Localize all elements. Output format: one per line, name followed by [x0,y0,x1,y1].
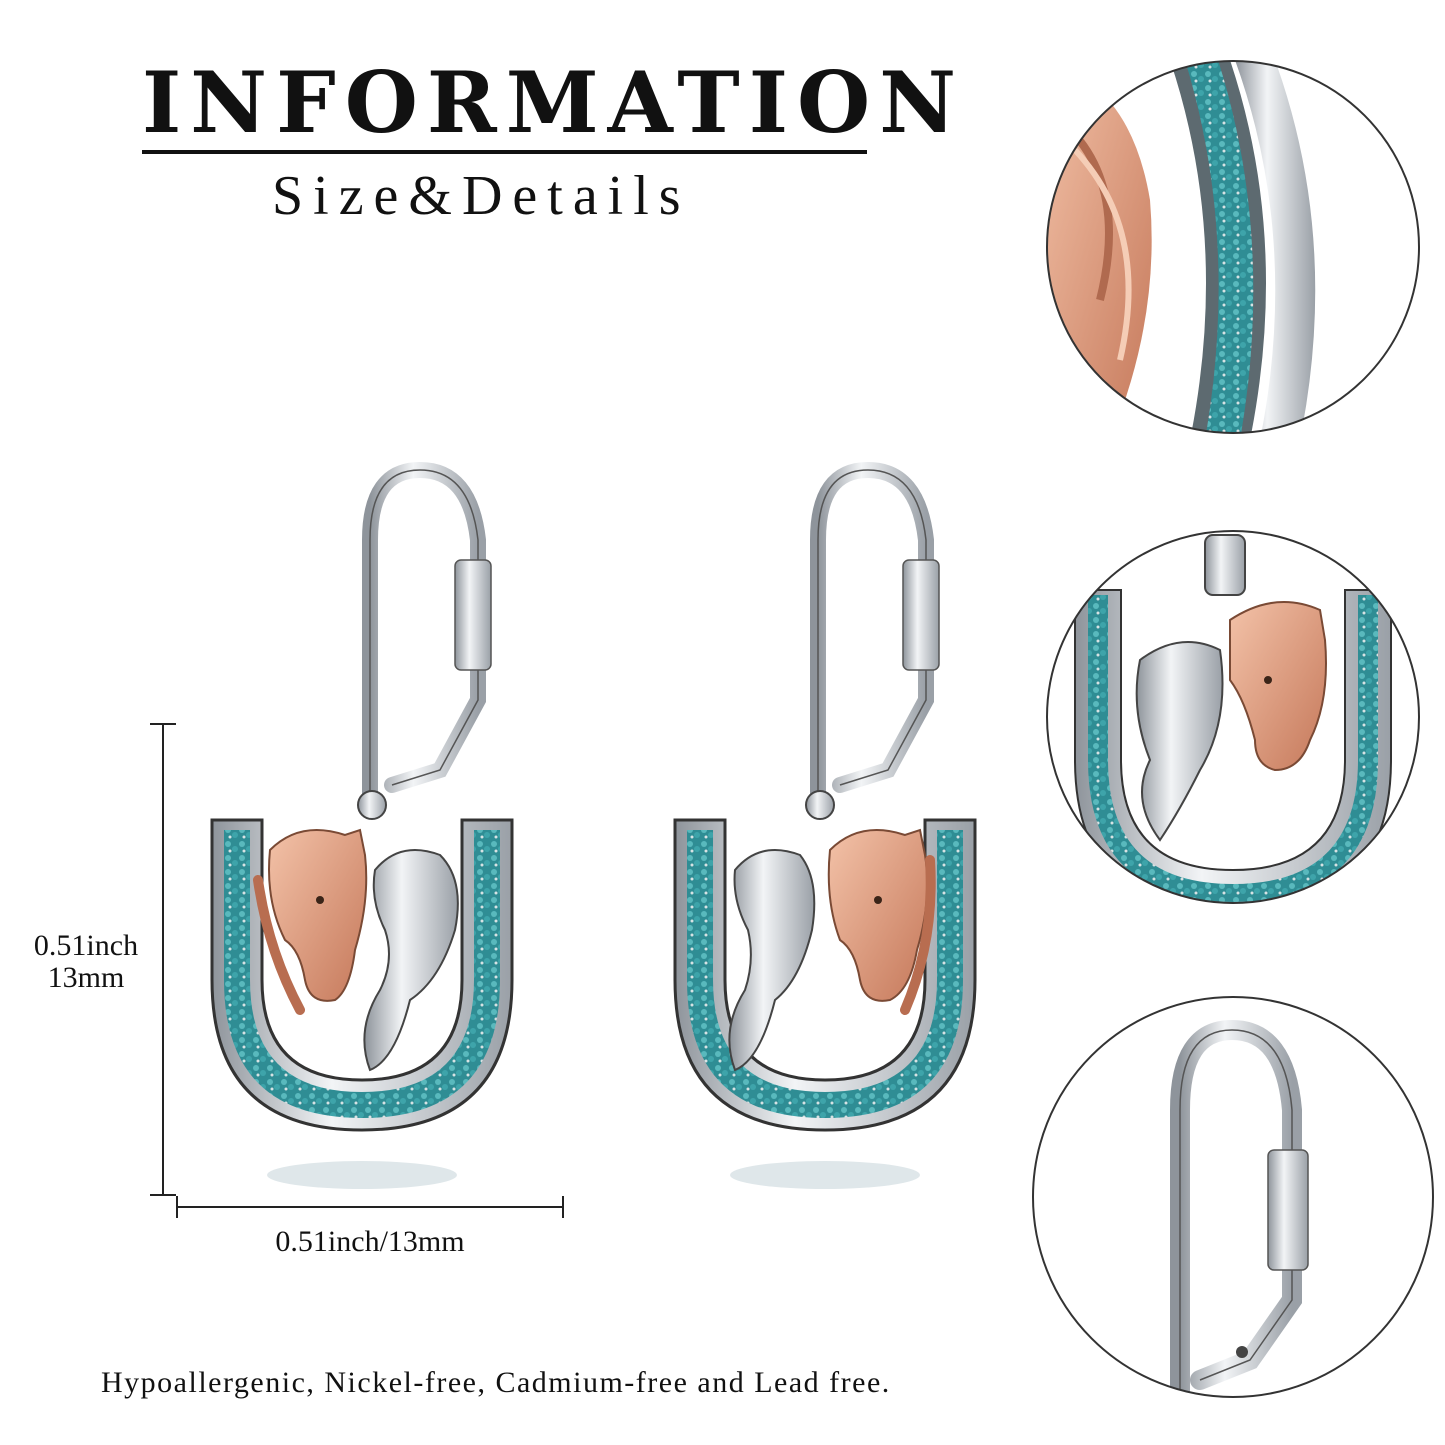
title-underline [142,150,867,154]
height-dimension-cap-top [150,723,176,725]
detail-closeup-horses [1046,530,1420,904]
right-silver-horse [728,849,816,1072]
height-dimension-cap-bottom [150,1194,176,1196]
left-earring [210,461,514,1189]
detail-closeup-inlay [1046,60,1420,434]
height-dimension-label: 0.51inch 13mm [16,930,156,994]
height-mm-text: 13mm [47,961,125,994]
width-dimension-line [177,1206,563,1208]
width-dimension-cap-right [562,1196,564,1218]
height-dimension-line [162,724,164,1196]
right-earring [673,461,977,1189]
left-rose-gold-horse [268,828,368,1002]
page-title: INFORMATION [142,53,966,152]
width-dimension-label: 0.51inch/13mm [275,1225,465,1258]
height-inch-text: 0.51inch [33,929,139,962]
width-dimension-cap-left [176,1196,178,1218]
right-rose-gold-horse [827,828,929,1002]
materials-note: Hypoallergenic, Nickel-free, Cadmium-fre… [101,1366,891,1399]
left-silver-horse [363,849,459,1072]
detail-closeup-lever-back [1032,996,1434,1398]
page-subtitle: Size&Details [272,165,691,227]
